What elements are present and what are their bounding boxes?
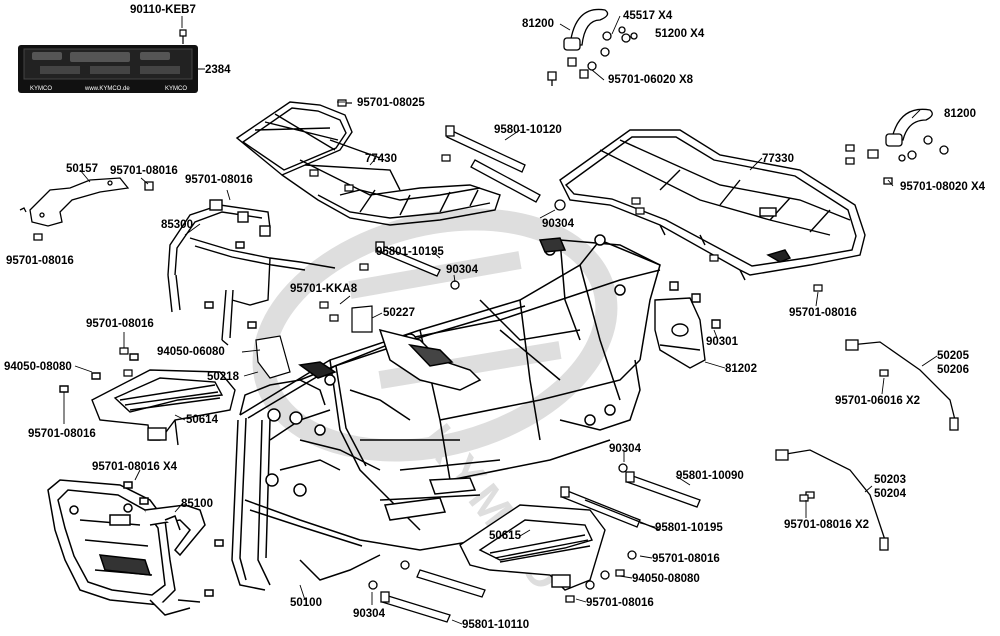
rear-rack-77330: [559, 129, 866, 281]
part-label-p16: 85300: [161, 219, 193, 231]
part-label-p10: 77430: [365, 153, 397, 165]
part-label-p20: 90304: [446, 264, 478, 276]
plate-81202: [654, 281, 721, 369]
part-label-p14: 95701-08016: [6, 255, 74, 267]
plate-brand-left: KYMCO: [30, 86, 52, 92]
small-fasteners: [119, 99, 823, 502]
plate-screw: [179, 29, 187, 44]
part-label-p17: 90304: [542, 218, 574, 230]
part-label-p25: 95701-08016: [86, 318, 154, 330]
part-label-p09: 81200: [944, 108, 976, 120]
main-frame-50100: [231, 234, 661, 591]
part-label-p44: 95701-08016: [652, 553, 720, 565]
part-label-p38: 85100: [181, 498, 213, 510]
part-label-p26: 94050-06080: [157, 346, 225, 358]
part-label-p49: 95801-10110: [462, 619, 530, 631]
front-bar-85300: [167, 199, 336, 346]
plate-url: www.KYMCO.de: [84, 86, 130, 92]
front-rack-77430: [235, 101, 501, 226]
part-label-p29: 94050-08080: [4, 361, 72, 373]
footrest-50614: [59, 353, 236, 446]
rear-handle-right: [845, 108, 949, 185]
part-label-p34: 95701-08016: [28, 428, 96, 440]
part-label-p45: 94050-08080: [632, 573, 700, 585]
part-label-p42: 50615: [489, 530, 521, 542]
part-label-p28: 50206: [937, 364, 969, 376]
part-label-p31: 50218: [207, 371, 239, 383]
license-plate-holder: KYMCO www.KYMCO.de KYMCO: [18, 45, 205, 93]
part-label-p40: 50204: [874, 488, 906, 500]
part-label-p01: 90110-KEB7: [130, 4, 196, 16]
leader-lines: [63, 15, 938, 625]
part-label-p06: 95701-06020 X8: [608, 74, 694, 86]
plate-brand-right: KYMCO: [165, 86, 187, 92]
part-label-p37: 95801-10090: [676, 470, 744, 482]
part-label-p35: 90304: [609, 443, 641, 455]
part-label-p47: 95701-08016: [586, 597, 654, 609]
part-label-p12: 50157: [66, 163, 98, 175]
part-label-p27: 50205: [937, 350, 969, 362]
part-label-p46: 50100: [290, 597, 322, 609]
bracket-50157: [19, 177, 154, 241]
part-label-p18: 95701-08016: [185, 174, 253, 186]
part-label-p03: 81200: [522, 18, 554, 30]
part-label-p11: 77330: [762, 153, 794, 165]
part-label-p23: 95701-08016: [789, 307, 857, 319]
cable-50203: [775, 449, 889, 551]
part-label-p04: 45517 X4: [623, 10, 673, 22]
part-label-p07: 95701-08025: [357, 97, 425, 109]
part-label-p41: 95801-10195: [655, 522, 723, 534]
part-label-p30: 81202: [725, 363, 757, 375]
part-label-p19: 95801-10195: [376, 246, 444, 258]
part-label-p13: 95701-08016: [110, 165, 178, 177]
part-label-p32: 95701-06016 X2: [835, 395, 921, 407]
long-bolts: [368, 125, 701, 623]
part-label-p22: 50227: [383, 307, 415, 319]
part-label-p08: 95801-10120: [494, 124, 562, 136]
footrest-50615: [459, 504, 606, 591]
part-label-p21: 95701-KKA8: [290, 283, 358, 295]
part-label-p39: 50203: [874, 474, 906, 486]
part-label-p24: 90301: [706, 336, 738, 348]
part-label-p15: 95701-08020 X4: [900, 181, 986, 193]
cable-50205: [845, 339, 959, 431]
part-label-p48: 90304: [353, 608, 385, 620]
part-label-p33: 50614: [186, 414, 218, 426]
part-label-p05: 51200 X4: [655, 28, 705, 40]
part-label-p36: 95701-08016 X4: [92, 461, 178, 473]
part-label-p02: 2384: [205, 64, 231, 76]
front-bumper-85100: [47, 479, 224, 616]
part-label-p43: 95701-08016 X2: [784, 519, 870, 531]
